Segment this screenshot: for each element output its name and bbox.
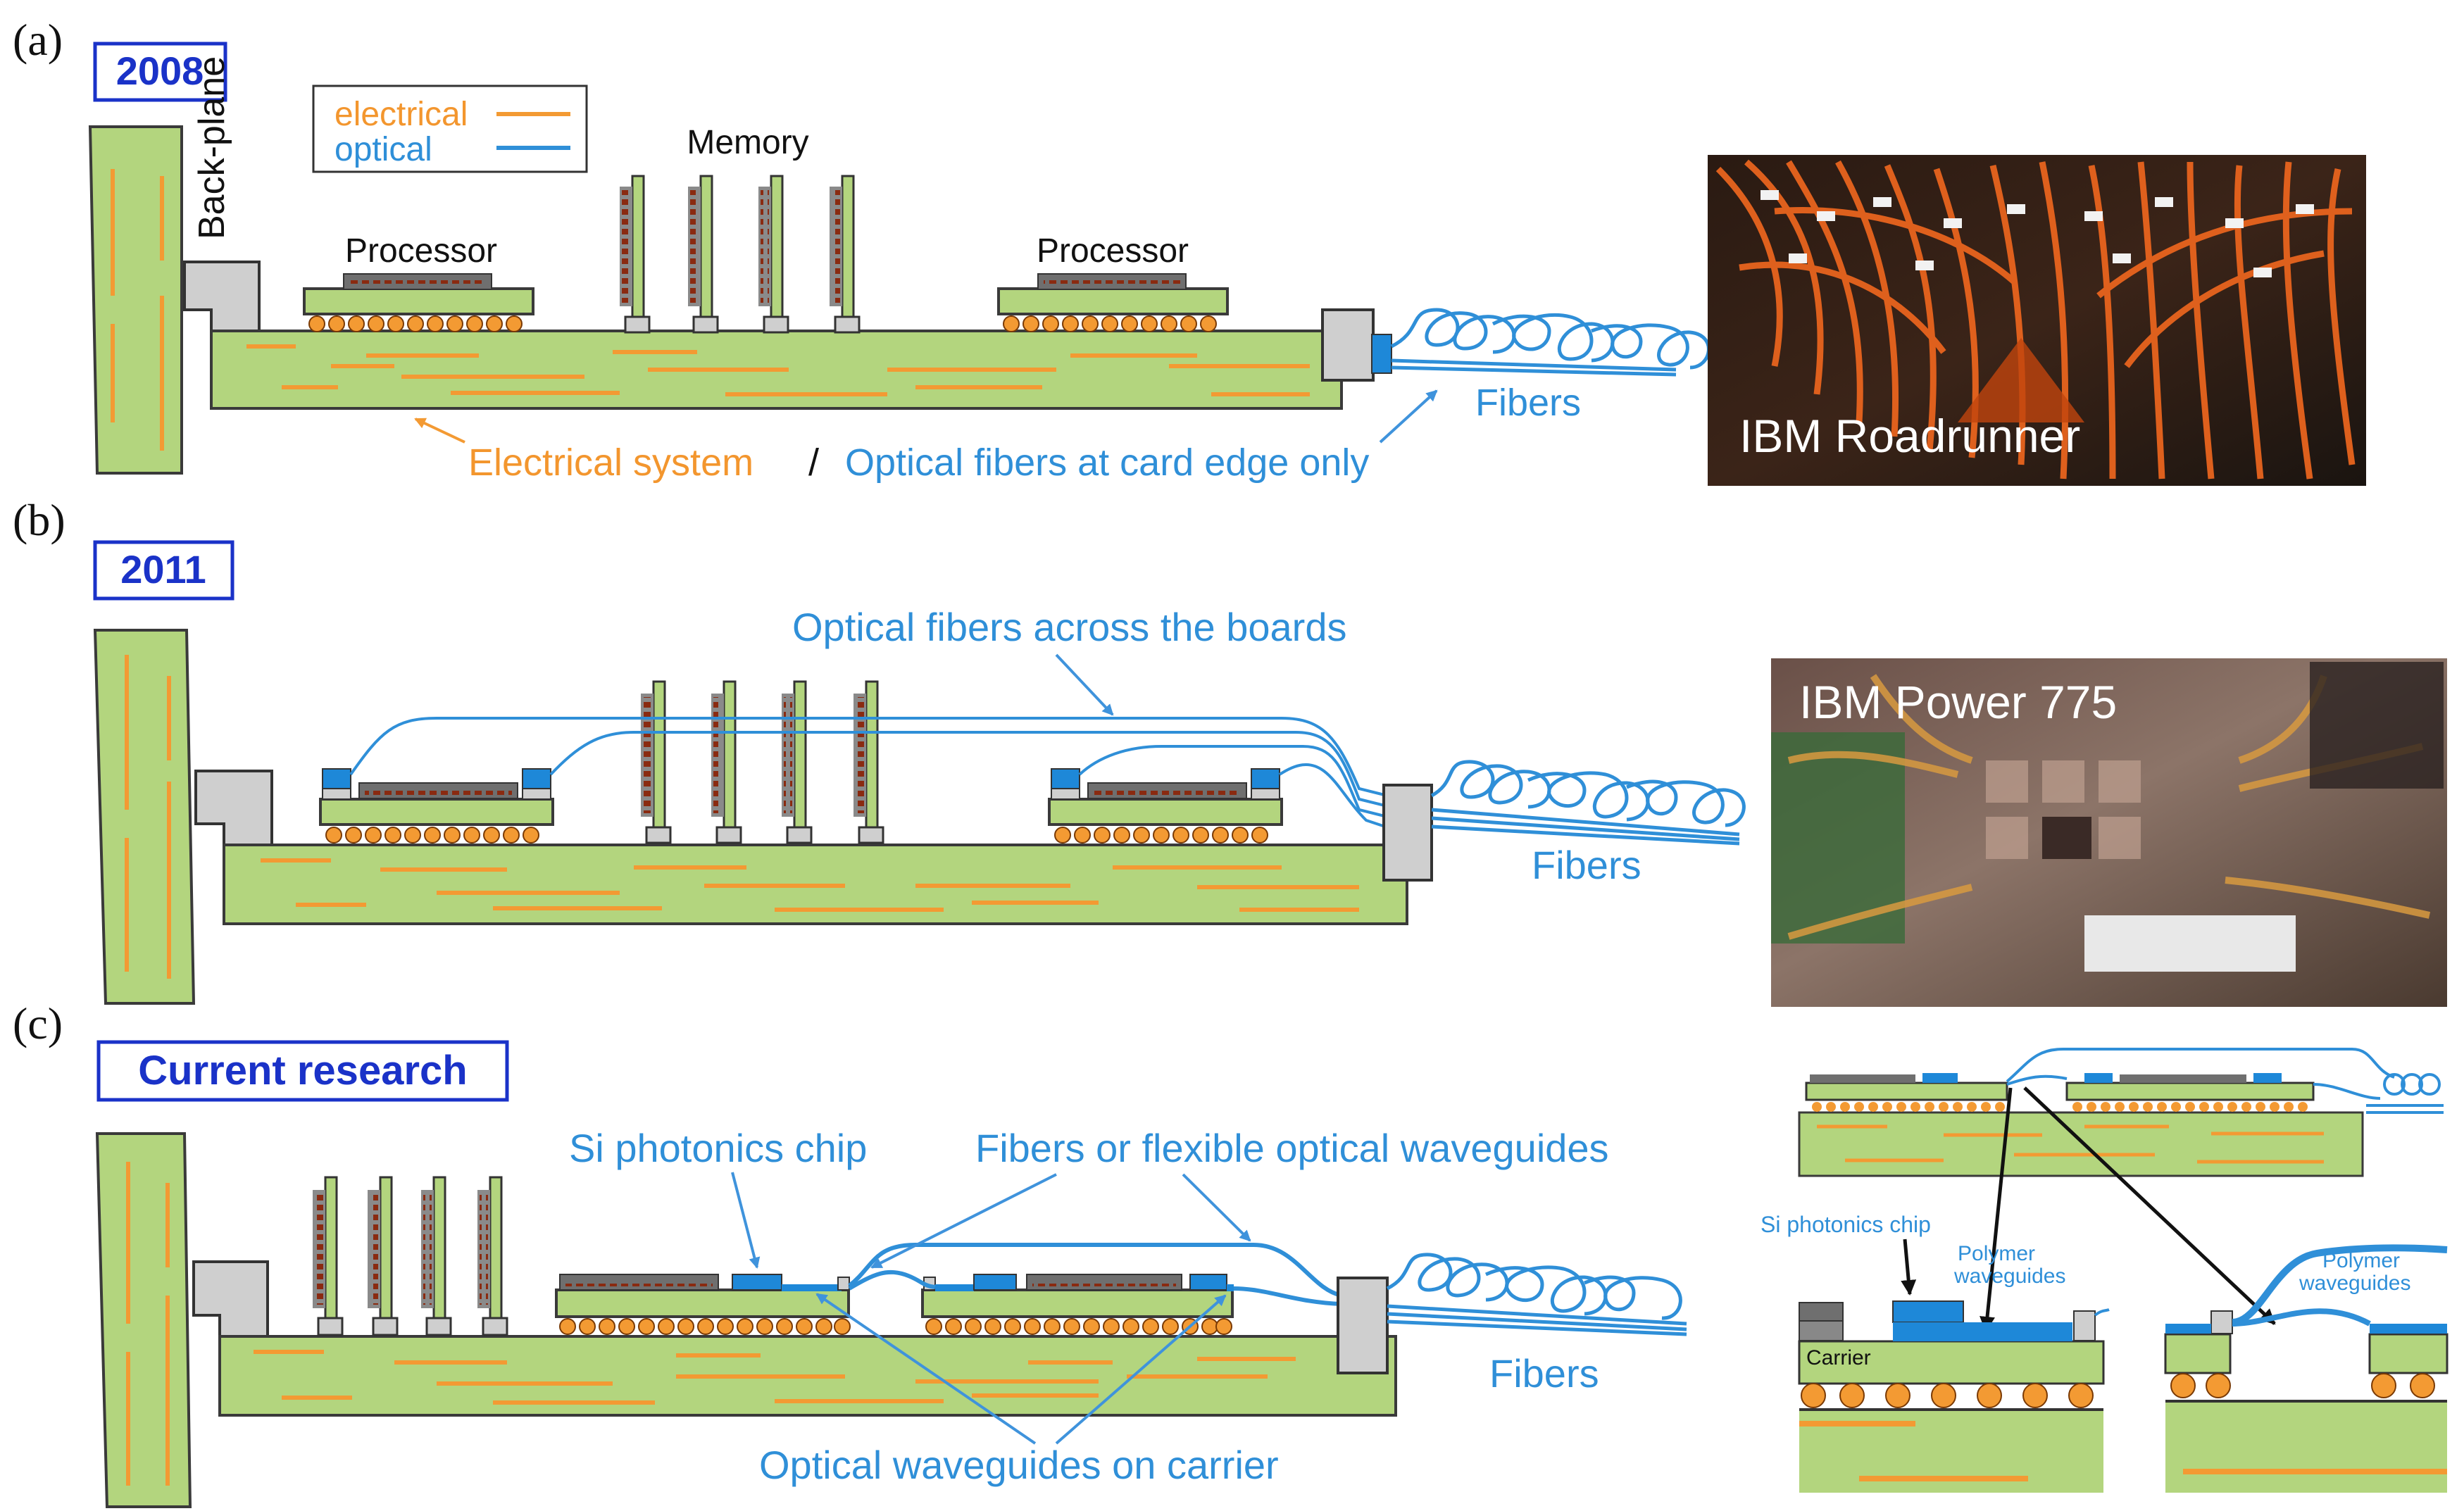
inset-polymer-2: Polymer	[2322, 1249, 2400, 1272]
panel-a-label: (a)	[13, 15, 63, 65]
backplane-connector-a	[183, 261, 261, 332]
panel-b-label: (b)	[13, 495, 65, 545]
processor-b-left	[319, 768, 554, 844]
inset-detail-left: Carrier Si photonics chip Polymer wavegu…	[1761, 1212, 2110, 1493]
fiber-bundle-a	[1390, 308, 1711, 377]
electrical-system-label: Electrical system	[468, 441, 753, 484]
fibers-label-b: Fibers	[1532, 843, 1641, 887]
backplane-connector-b	[194, 770, 273, 846]
year-badge-2008: 2008	[93, 42, 227, 102]
inset-si-chip-label: Si photonics chip	[1761, 1212, 1931, 1237]
photo-ibm-power775: IBM Power 775	[1771, 658, 2447, 1007]
backplane-c	[95, 1132, 192, 1508]
fiber-bundle-b	[1430, 760, 1746, 846]
memory-modules-c	[313, 1176, 508, 1336]
legend-electrical-label: electrical	[334, 96, 468, 133]
inset-polymer-1b: waveguides	[1953, 1265, 2065, 1288]
memory-label: Memory	[687, 124, 808, 161]
backplane-b	[93, 629, 196, 1005]
year-badge-2011: 2011	[93, 540, 234, 601]
roadrunner-label: IBM Roadrunner	[1739, 410, 2080, 462]
optical-edge-label: Optical fibers at card edge only	[845, 441, 1369, 484]
fiber-bundle-c	[1386, 1253, 1687, 1336]
processor-b-right	[1048, 768, 1283, 844]
inset-arrow-2	[2023, 1086, 2276, 1325]
memory-modules-a	[620, 175, 861, 334]
processor-a-right	[997, 273, 1229, 332]
fibers-across-b	[349, 717, 1388, 829]
backplane-label: Back-plane	[192, 56, 232, 239]
fibers-label-c: Fibers	[1489, 1351, 1599, 1396]
panel-a-diagram: Back-plane Processor	[88, 56, 1711, 484]
panel-b-diagram: Optical fibers across the boards Fibers	[93, 605, 1746, 1005]
inset-detail-right: Polymer waveguides	[2164, 1244, 2449, 1493]
electrical-arrow	[414, 418, 465, 444]
processor-a-right-label: Processor	[1037, 232, 1189, 270]
legend: electrical optical	[312, 84, 588, 173]
waveguides-carrier-label: Optical waveguides on carrier	[759, 1443, 1279, 1487]
year-badge-current: Current research	[96, 1040, 509, 1102]
year-2011-text: 2011	[120, 547, 206, 591]
processor-a-left-label: Processor	[345, 232, 497, 270]
flex-label-c: Fibers or flexible optical waveguides	[975, 1126, 1609, 1170]
fibers-arrow-a	[1379, 389, 1438, 444]
year-2008-text: 2008	[116, 49, 204, 93]
flex-arrow-right	[1182, 1173, 1251, 1242]
inset-si-chip-arrow	[1901, 1239, 1917, 1296]
carrier-c-right	[921, 1274, 1234, 1335]
backplane-a	[88, 125, 183, 475]
memory-modules-b	[641, 680, 884, 844]
inset-carrier-label: Carrier	[1806, 1346, 1871, 1369]
slash-label: /	[808, 441, 819, 484]
inset-overview	[1798, 1048, 2444, 1332]
waveguides-arrow-left	[815, 1293, 1037, 1445]
carrier-c-left	[555, 1274, 851, 1335]
si-chip-label-c: Si photonics chip	[569, 1126, 867, 1170]
power775-label: IBM Power 775	[1799, 676, 2117, 728]
backplane-connector-c	[192, 1260, 269, 1338]
card-edge-connector-b	[1382, 784, 1433, 882]
flex-arrow-left	[870, 1173, 1057, 1269]
panel-c-label: (c)	[13, 998, 63, 1048]
fibers-across-arrow	[1055, 653, 1114, 716]
legend-optical-label: optical	[334, 131, 432, 168]
fibers-across-label: Optical fibers across the boards	[792, 605, 1346, 649]
inset-arrow-1	[1980, 1087, 2013, 1332]
card-edge-connector-a	[1321, 308, 1375, 382]
inset-polymer-2b: waveguides	[2299, 1272, 2410, 1295]
waveguides-arrow-right	[1055, 1294, 1227, 1445]
inset-polymer-1: Polymer	[1958, 1242, 2035, 1265]
year-current-text: Current research	[138, 1048, 467, 1093]
flex-waveguides-c	[848, 1243, 1342, 1306]
si-chip-arrow-c	[731, 1172, 761, 1269]
panel-c-diagram: Si photonics chip Fibers or flexible opt…	[95, 1126, 1687, 1508]
fibers-label-a: Fibers	[1475, 382, 1581, 424]
processor-a-left	[303, 273, 534, 332]
photo-ibm-roadrunner: IBM Roadrunner	[1708, 155, 2366, 486]
card-edge-connector-c	[1337, 1277, 1389, 1374]
